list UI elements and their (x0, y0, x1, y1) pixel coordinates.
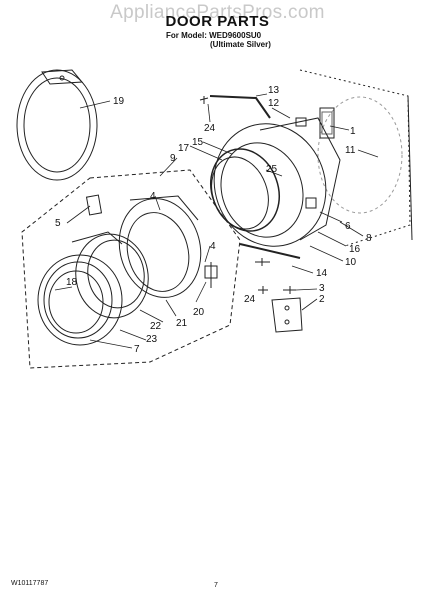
callout-19: 19 (113, 96, 125, 107)
callout-25: 25 (266, 164, 278, 175)
callout-14: 14 (316, 268, 328, 279)
callout-24b: 24 (244, 294, 256, 305)
part-number: W10117787 (11, 580, 49, 587)
latch-part (204, 262, 218, 288)
callout-4b: 4 (210, 241, 216, 252)
callout-15: 15 (192, 137, 204, 148)
leader-lines (54, 93, 379, 349)
callout-21: 21 (176, 318, 188, 329)
screw-part (258, 286, 268, 294)
callout-2: 2 (319, 294, 325, 305)
inner-door-panel (118, 195, 202, 298)
door-glass-trim (71, 231, 149, 319)
callout-12: 12 (268, 98, 280, 109)
callout-16: 16 (349, 244, 361, 255)
callout-1: 1 (350, 126, 356, 137)
callout-18: 18 (66, 277, 78, 288)
page-title: DOOR PARTS (165, 13, 270, 30)
callout-10: 10 (345, 257, 357, 268)
door-assembly-box (21, 169, 241, 369)
callout-9: 9 (170, 153, 176, 164)
hinge-block-part (85, 194, 103, 216)
callout-11: 11 (345, 145, 356, 156)
outer-door-ring (37, 254, 123, 346)
hinge-bracket-part (271, 286, 303, 333)
callout-17: 17 (178, 143, 190, 154)
callout-24: 24 (204, 123, 216, 134)
callout-7: 7 (134, 344, 140, 355)
model-variant: (Ultimate Silver) (210, 40, 271, 49)
cabinet-outline (299, 69, 413, 247)
callout-20: 20 (193, 307, 205, 318)
callout-22: 22 (150, 321, 162, 332)
model-line: For Model: WED9600SU0 (166, 31, 262, 40)
callout-5: 5 (55, 218, 61, 229)
inner-door-assembly (210, 117, 341, 247)
watermark: AppliancePartsPros.com (110, 2, 325, 23)
page-number: 7 (214, 582, 218, 589)
handle-bracket-part (199, 95, 271, 119)
callout-3: 3 (319, 283, 325, 294)
callout-13: 13 (268, 85, 280, 96)
callout-8: 8 (366, 233, 372, 244)
callout-23: 23 (146, 334, 158, 345)
door-strike-ring-part (16, 69, 98, 181)
handle-rod-part (239, 243, 301, 266)
callout-4a: 4 (150, 191, 156, 202)
callout-6: 6 (345, 221, 351, 232)
